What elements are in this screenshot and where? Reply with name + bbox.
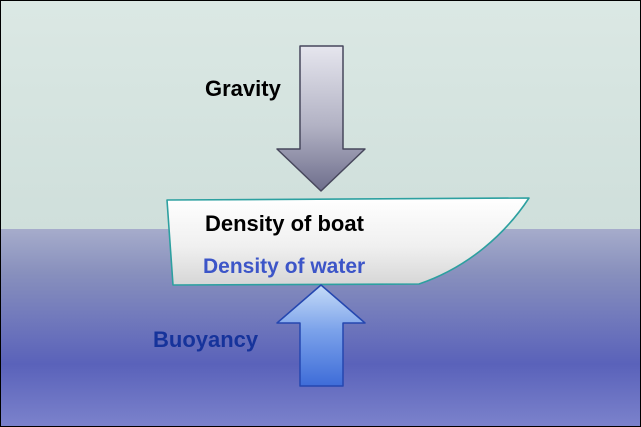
buoyancy-arrow xyxy=(276,284,366,387)
gravity-arrow xyxy=(276,45,366,192)
density-of-water-label: Density of water xyxy=(203,255,366,278)
buoyancy-label: Buoyancy xyxy=(153,327,259,352)
density-of-boat-label: Density of boat xyxy=(205,211,364,236)
boat-hull xyxy=(166,197,530,286)
gravity-label: Gravity xyxy=(205,76,281,101)
